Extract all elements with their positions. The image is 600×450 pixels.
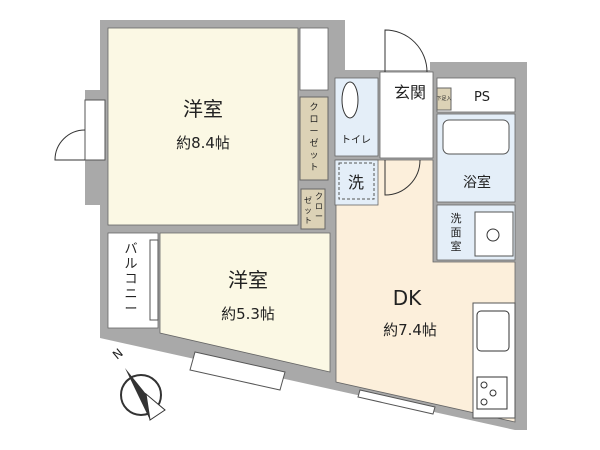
- label-washroom: 洗 面 室: [451, 212, 462, 253]
- room-western-small: [159, 232, 331, 373]
- window-west: [84, 99, 106, 161]
- label-char: ッ: [309, 151, 318, 161]
- label-char: バ: [124, 242, 137, 257]
- compass-north-label: N: [110, 346, 126, 362]
- burner: [489, 389, 497, 397]
- room-size-western-small: 約5.3帖: [221, 305, 275, 323]
- label-washer: 洗: [348, 173, 364, 192]
- washbasin: [474, 211, 514, 257]
- label-char: 洗: [451, 212, 462, 225]
- window-dk: [357, 389, 436, 415]
- burner: [480, 398, 488, 406]
- label-char: ロ: [309, 115, 318, 125]
- window-balcony: [149, 239, 159, 321]
- closet-top-storage: [299, 27, 329, 91]
- label-char: ニ: [124, 287, 137, 302]
- room-washer: [334, 159, 379, 206]
- closet-small: [300, 188, 326, 230]
- door-west: [54, 129, 86, 161]
- label-entrance: 玄関: [394, 83, 426, 102]
- washer-space: [338, 162, 375, 200]
- room-size-western-large: 約8.4帖: [176, 134, 230, 152]
- entrance-area: [379, 71, 434, 159]
- door-hall: [384, 159, 421, 196]
- burner: [480, 381, 488, 389]
- washbasin-bowl: [486, 228, 500, 242]
- shoe-storage: [436, 87, 452, 111]
- label-char: ー: [309, 127, 318, 137]
- door-entrance: [384, 29, 428, 73]
- label-char: ク: [309, 102, 318, 113]
- label-char: ゼ: [309, 137, 318, 149]
- toilet-fixture: [341, 81, 359, 119]
- label-ps: PS: [474, 90, 490, 105]
- compass-icon: N: [110, 346, 166, 421]
- room-size-dk: 約7.4帖: [383, 321, 437, 339]
- label-char: ト: [304, 216, 312, 225]
- label-char: 面: [451, 226, 462, 239]
- label-closet-large: ク ロ ー ゼ ッ ト: [309, 102, 318, 173]
- label-char: ゼ: [304, 195, 312, 205]
- room-label-dk: DK: [393, 286, 422, 310]
- label-char: 室: [451, 239, 462, 253]
- label-char: ク: [315, 192, 323, 201]
- label-char: ト: [309, 163, 318, 173]
- label-char: ー: [315, 212, 323, 221]
- kitchen-sink: [476, 310, 510, 352]
- closet-large: [299, 96, 329, 181]
- room-western-large: [107, 27, 299, 226]
- label-char: ロ: [315, 202, 323, 211]
- label-char: ー: [124, 302, 137, 317]
- label-closet-small: ク ロ ー ゼ ッ ト: [304, 192, 323, 225]
- room-label-western-large: 洋室: [183, 97, 223, 121]
- label-char: ッ: [304, 206, 312, 215]
- label-bathroom: 浴室: [463, 174, 491, 191]
- label-toilet: トイレ: [341, 135, 371, 146]
- room-label-western-small: 洋室: [228, 268, 268, 292]
- window-south-bay: [189, 351, 286, 391]
- kitchen-stove: [476, 376, 508, 410]
- label-char: コ: [124, 272, 137, 287]
- bathtub: [442, 119, 510, 155]
- label-char: ル: [124, 257, 137, 272]
- label-shoe-storage: 下足入: [436, 96, 451, 102]
- room-dk: [335, 159, 516, 423]
- label-balcony: バ ル コ ニ ー: [124, 242, 137, 317]
